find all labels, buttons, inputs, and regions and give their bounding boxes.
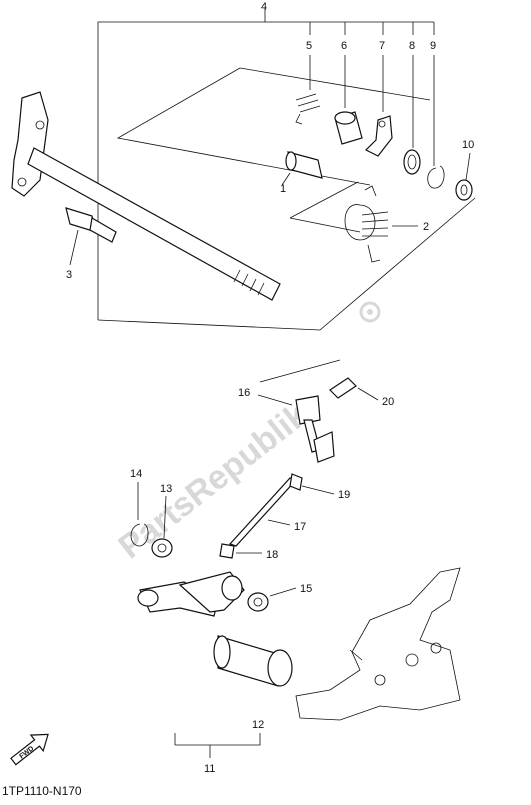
circlip-9 (427, 55, 445, 189)
callout-10: 10 (462, 139, 474, 151)
shift-rod (228, 477, 298, 547)
callout-5: 5 (306, 40, 312, 52)
callout-6: 6 (341, 40, 347, 52)
bolt-20 (329, 377, 379, 401)
callout-14: 14 (130, 468, 142, 480)
fwd-arrow-icon: FWD (10, 733, 49, 766)
watermark-text: PartsRepublik (112, 396, 316, 567)
stud-bolt (65, 207, 117, 266)
gear-icon (359, 301, 381, 323)
callout-11: 11 (204, 763, 215, 775)
assembly-panel-upper (97, 67, 476, 331)
shaft-collar (281, 151, 323, 186)
circlip-14 (130, 482, 149, 547)
collar-6 (334, 55, 363, 145)
callout-12: 12 (252, 719, 264, 731)
footer-code: 1TP1110-N170 (2, 784, 82, 798)
callout-17: 17 (294, 521, 306, 533)
callout-16: 16 (238, 387, 250, 399)
shift-arm (257, 394, 335, 463)
engine-case-ghost (295, 567, 461, 721)
washer-13 (151, 495, 173, 558)
callout-8: 8 (409, 40, 415, 52)
fwd-label: FWD (18, 745, 35, 760)
washer-15 (247, 587, 297, 612)
shift-shaft (11, 91, 281, 301)
callout-labels: 1 2 3 4 5 6 7 8 9 10 11 12 13 14 15 16 1… (66, 1, 474, 775)
callout-2: 2 (423, 221, 429, 233)
callout-1: 1 (280, 183, 286, 195)
assembly-panel-lower (174, 359, 341, 758)
nut-18 (219, 543, 262, 559)
washer-10 (455, 152, 473, 201)
callout-4: 4 (261, 1, 267, 13)
torsion-spring (344, 185, 418, 263)
spring-5 (295, 55, 321, 125)
callout-20: 20 (382, 396, 394, 408)
callout-15: 15 (300, 583, 312, 595)
nut-19 (289, 473, 335, 495)
callout-19: 19 (338, 489, 350, 501)
group-bracket-4 (97, 8, 435, 320)
callout-13: 13 (160, 483, 172, 495)
pedal-rubber (213, 635, 293, 687)
callout-18: 18 (266, 549, 278, 561)
stopper-lever-7 (364, 55, 393, 157)
callout-7: 7 (379, 40, 385, 52)
washer-8 (403, 55, 421, 175)
callout-3: 3 (66, 269, 72, 281)
shift-pedal (137, 571, 245, 617)
callout-9: 9 (430, 40, 436, 52)
